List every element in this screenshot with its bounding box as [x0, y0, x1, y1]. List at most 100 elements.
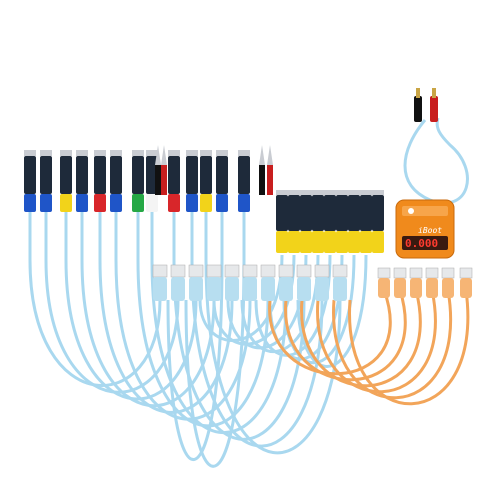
clip-sleeve: [155, 165, 161, 195]
color-band: [276, 231, 288, 253]
color-band: [288, 231, 300, 253]
brand-logo-icon: [408, 208, 414, 214]
color-band: [132, 194, 144, 212]
clip-sleeve: [259, 165, 265, 195]
usb-plug-metal: [409, 267, 423, 279]
color-band: [238, 194, 250, 212]
connector-tip: [110, 150, 122, 156]
usb-plug-body: [460, 278, 472, 298]
clip-jaw: [155, 145, 161, 165]
connector-tip: [168, 150, 180, 156]
connector-head: [94, 156, 106, 194]
usb-plug-metal: [260, 264, 276, 278]
usb-plug-metal: [296, 264, 312, 278]
banana-plug-red: [430, 96, 438, 122]
blue-cable: [80, 210, 216, 408]
usb-plug-metal: [332, 264, 348, 278]
usb-plug-body: [315, 277, 329, 301]
connector-tip: [132, 150, 144, 156]
connector-head: [372, 195, 384, 231]
color-band: [110, 194, 122, 212]
usb-plug-body: [410, 278, 422, 298]
blue-cable: [184, 210, 246, 468]
connector-head: [288, 195, 300, 231]
connector-tip: [372, 190, 384, 195]
connector-head: [186, 156, 198, 194]
color-band: [300, 231, 312, 253]
blue-cable: [166, 210, 224, 461]
usb-plug-body: [207, 277, 221, 301]
color-band: [324, 231, 336, 253]
connector-tip: [300, 190, 312, 195]
color-band: [146, 194, 158, 212]
connector-tip: [348, 190, 360, 195]
connector-tip: [312, 190, 324, 195]
usb-plug-body: [243, 277, 257, 301]
connector-tip: [200, 150, 212, 156]
connector-tip: [360, 190, 372, 195]
clip-sleeve: [161, 165, 167, 195]
usb-plug-metal: [459, 267, 473, 279]
connector-tip: [336, 190, 348, 195]
connector-head: [24, 156, 36, 194]
connector-head: [200, 156, 212, 194]
orange-cable: [332, 289, 452, 400]
connector-tip: [24, 150, 36, 156]
left-connector-group: [24, 150, 250, 212]
orange-usb-plug-row: [377, 267, 473, 298]
usb-plug-metal: [224, 264, 240, 278]
connector-head: [168, 156, 180, 194]
connector-head: [336, 195, 348, 231]
color-band: [168, 194, 180, 212]
usb-plug-metal: [242, 264, 258, 278]
connector-tip: [216, 150, 228, 156]
color-band: [24, 194, 36, 212]
blue-cable: [172, 210, 306, 441]
connector-tip: [186, 150, 198, 156]
clip-jaw: [267, 145, 273, 165]
usb-plug-body: [279, 277, 293, 301]
iboot-device: iBoot 0.000: [395, 199, 455, 259]
color-band: [186, 194, 198, 212]
connector-head: [312, 195, 324, 231]
usb-plug-body: [426, 278, 438, 298]
connector-head: [76, 156, 88, 194]
color-band: [76, 194, 88, 212]
usb-plug-metal: [206, 264, 222, 278]
usb-plug-body: [333, 277, 347, 301]
color-band: [336, 231, 348, 253]
connector-head: [300, 195, 312, 231]
connector-tip: [324, 190, 336, 195]
blue-cable: [114, 210, 252, 421]
connector-head: [276, 195, 288, 231]
color-band: [60, 194, 72, 212]
usb-plug-metal: [314, 264, 330, 278]
clip-sleeve: [267, 165, 273, 195]
connector-head: [348, 195, 360, 231]
connector-head: [132, 156, 144, 194]
blue-cable: [150, 210, 288, 434]
alligator-clips: [155, 145, 273, 195]
connector-tip: [238, 150, 250, 156]
usb-plug-body: [442, 278, 454, 298]
connector-tip: [94, 150, 106, 156]
usb-plug-metal: [377, 267, 391, 279]
device-display: [402, 236, 448, 250]
connector-tip: [288, 190, 300, 195]
blue-cable: [44, 210, 180, 394]
usb-plug-body: [225, 277, 239, 301]
middle-connector-group: [276, 190, 384, 253]
color-band: [94, 194, 106, 212]
connector-tip: [76, 150, 88, 156]
device-brand-label: iBoot: [418, 226, 442, 235]
color-band: [312, 231, 324, 253]
usb-plug-body: [394, 278, 406, 298]
color-band: [348, 231, 360, 253]
blue-cable: [240, 254, 320, 353]
usb-plug-body: [297, 277, 311, 301]
usb-plug-metal: [393, 267, 407, 279]
usb-plug-body: [378, 278, 390, 298]
orange-cable: [284, 289, 407, 382]
usb-plug-metal: [425, 267, 439, 279]
orange-cable-arcs: [268, 289, 470, 406]
